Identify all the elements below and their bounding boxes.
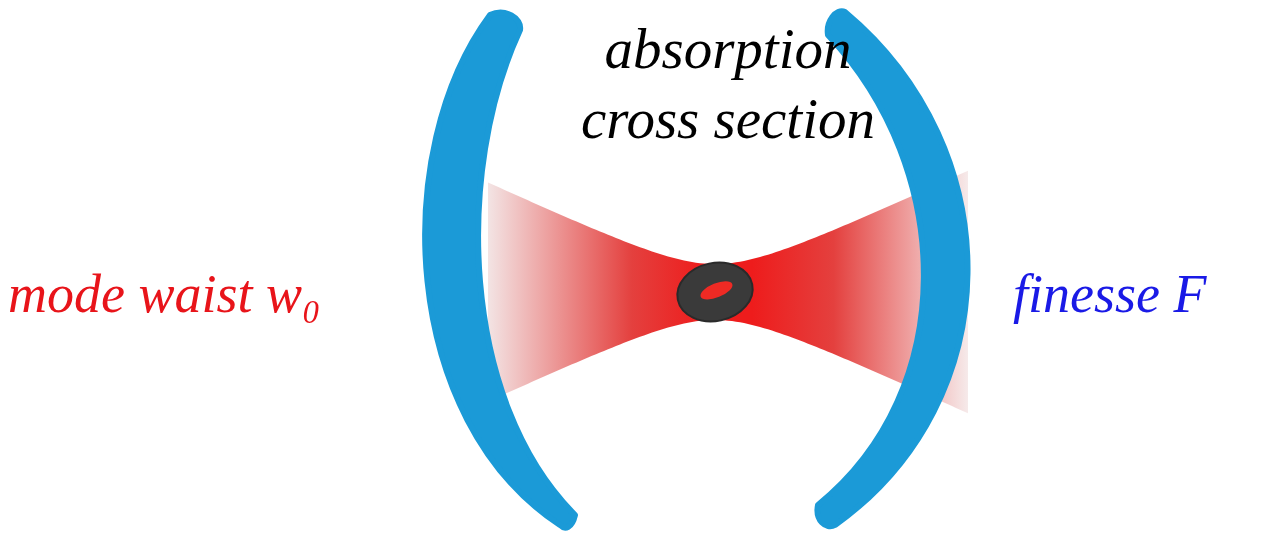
absorber-label: absorption cross section	[553, 14, 903, 154]
left-mirror	[425, 13, 575, 528]
torus-body	[672, 256, 758, 329]
absorber-torus	[672, 256, 758, 329]
mode-waist-label: mode waist w₀	[8, 262, 321, 327]
gaussian-beam	[488, 171, 968, 414]
torus-hole	[698, 277, 735, 303]
finesse-label: finesse F	[1013, 262, 1206, 327]
